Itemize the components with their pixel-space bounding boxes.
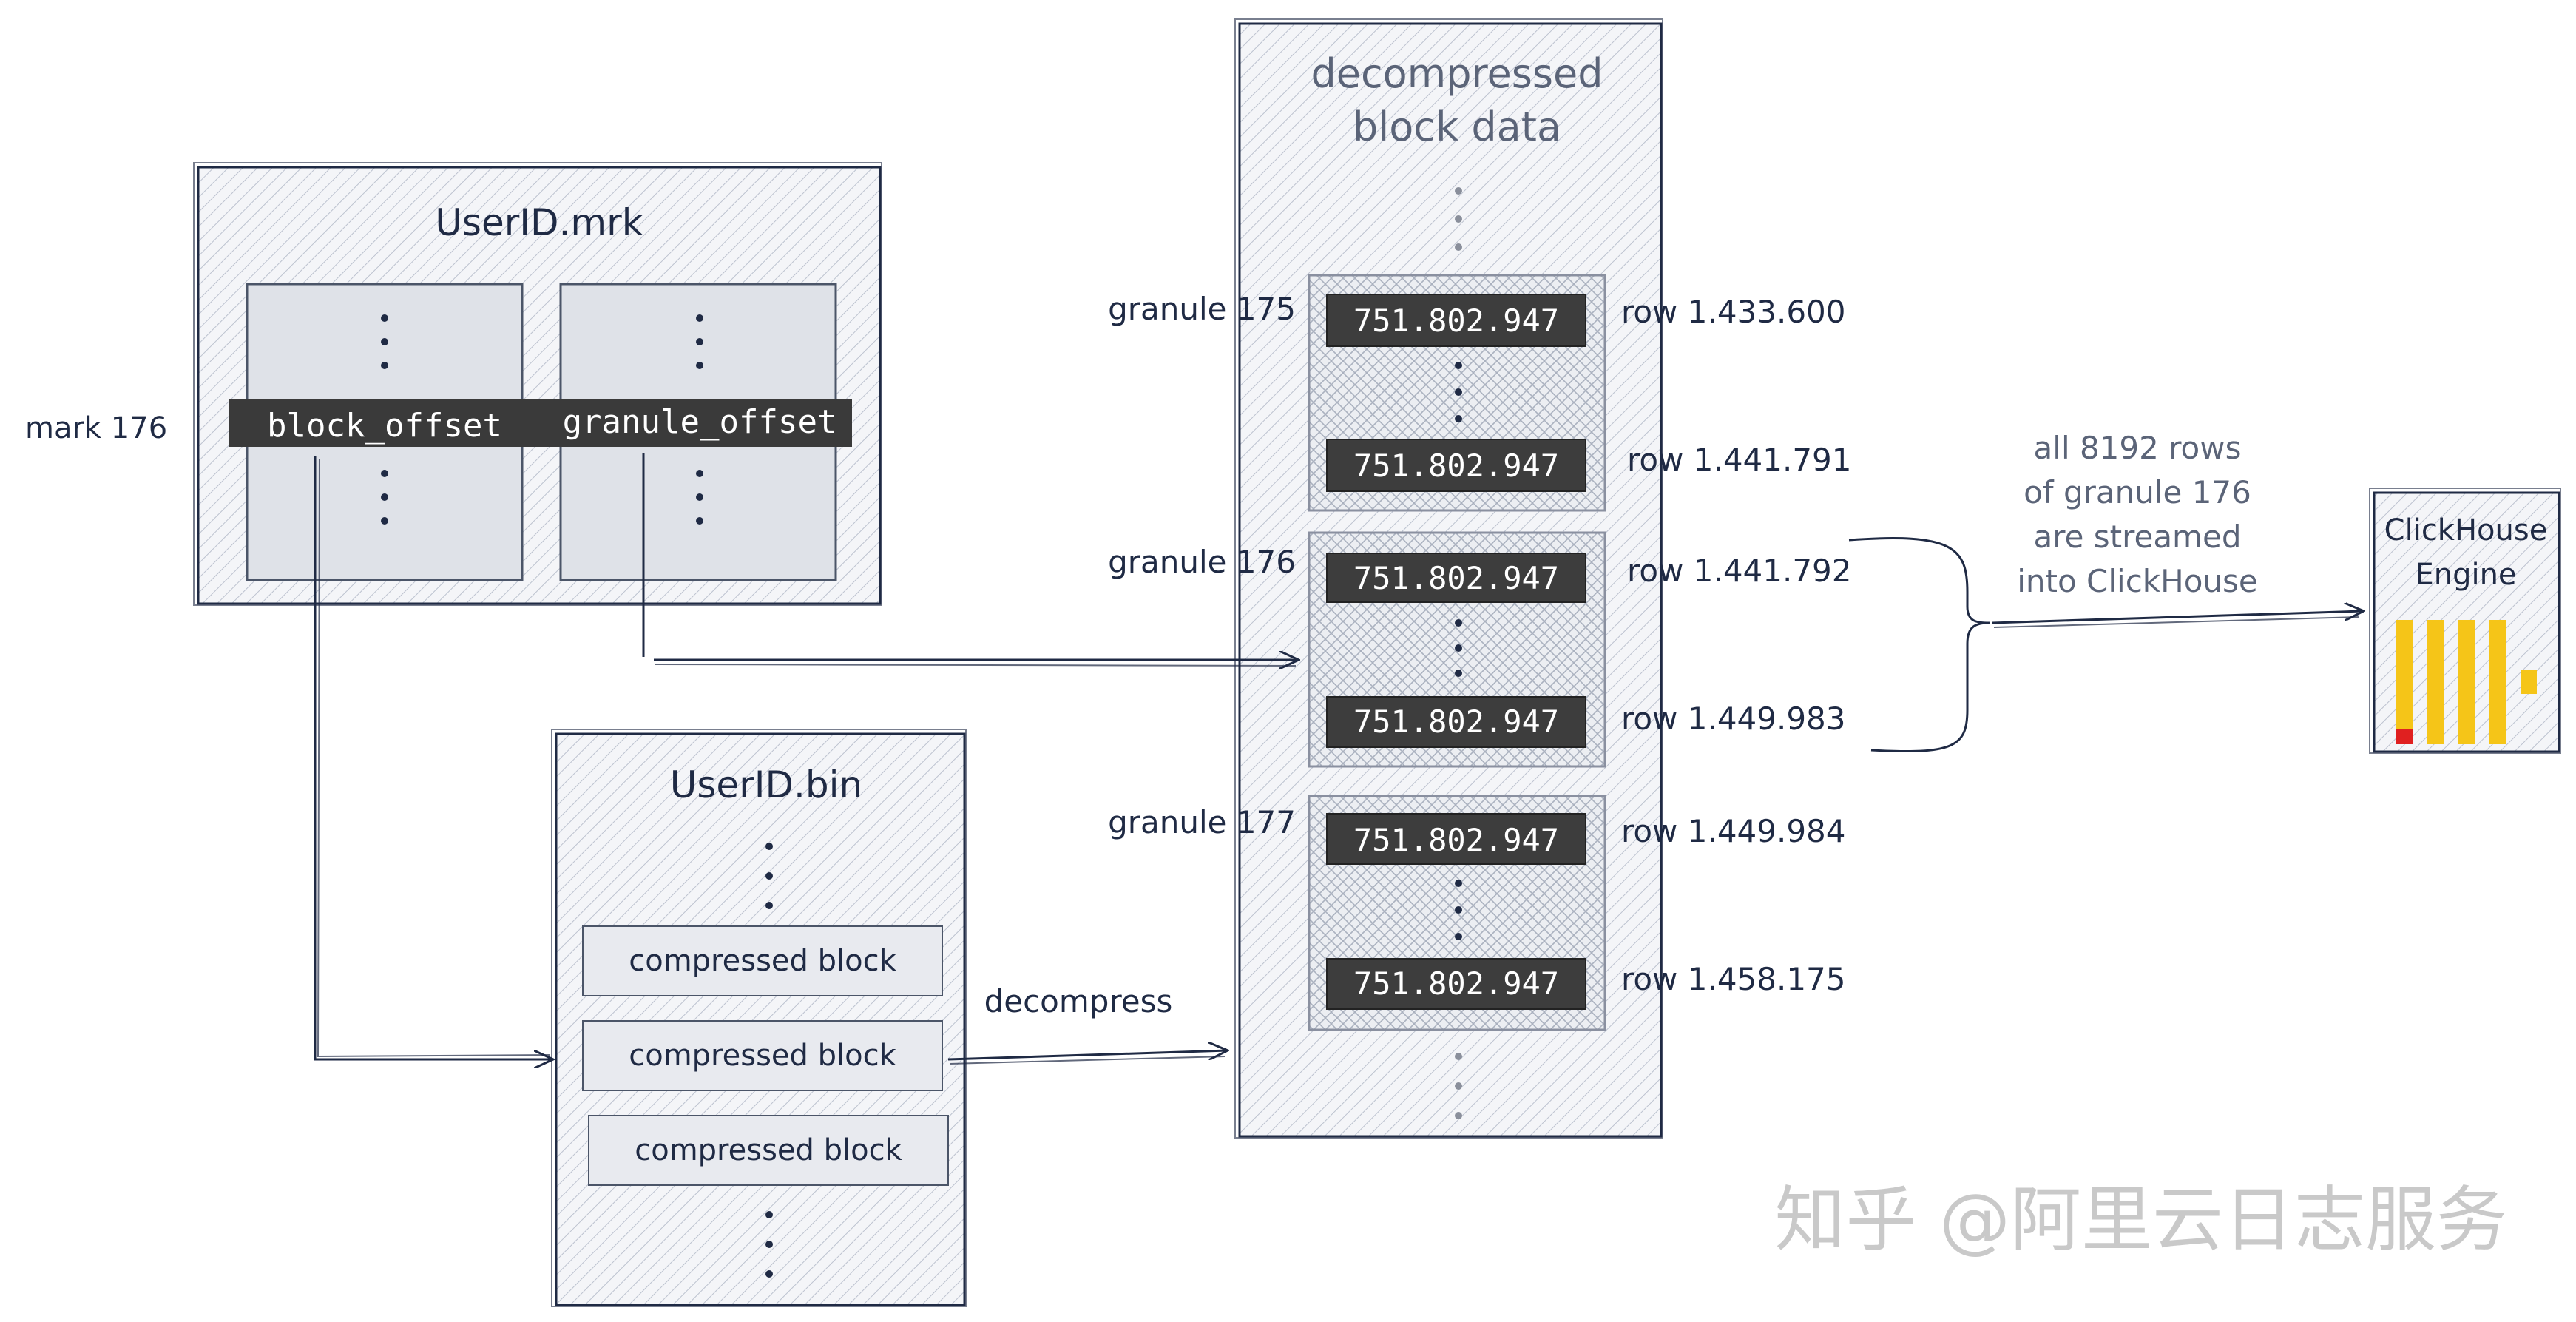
- stream-arrow-sketch: [1993, 616, 2360, 628]
- granule-175-dots: [1455, 362, 1462, 422]
- compressed-block-2: [582, 1020, 943, 1091]
- clickhouse-logo-icon: [2396, 620, 2537, 744]
- clickhouse-engine-box: ClickHouse Engine: [2369, 488, 2561, 754]
- block-offset-label: block_offset: [267, 407, 502, 445]
- compressed-block-3-label: compressed block: [635, 1133, 902, 1167]
- decompressed-title-line2: block data: [1353, 104, 1561, 150]
- block-offset-arrow: [314, 456, 553, 1059]
- compressed-block-2-label: compressed block: [629, 1039, 896, 1073]
- granule-177-last-value-text: 751.802.947: [1353, 965, 1559, 1002]
- mark-label: mark 176: [25, 411, 167, 445]
- granule-176-brace: [1848, 537, 1990, 753]
- granule-175-last-value-text: 751.802.947: [1353, 448, 1559, 484]
- bin-dots-top: [765, 843, 773, 909]
- stream-arrow: [1992, 611, 2364, 624]
- decompressed-dots-bottom: [1455, 1053, 1462, 1119]
- compressed-block-3: [588, 1115, 949, 1186]
- stream-note-line4: into ClickHouse: [2017, 563, 2258, 599]
- stream-note-line1: all 8192 rows: [2034, 430, 2242, 466]
- mark-file-box: UserID.mrk block_offset granule_offset: [193, 162, 882, 606]
- decompress-arrow: [947, 1050, 1228, 1061]
- mark-176-row: [229, 399, 852, 447]
- bin-dots-bottom: [765, 1211, 773, 1278]
- granule-offset-arrow-sketch: [655, 664, 1297, 667]
- granule-176-first-value: [1326, 553, 1586, 603]
- granule-176-last-value: [1326, 696, 1586, 748]
- stream-note-line2: of granule 176: [2024, 474, 2251, 510]
- compressed-block-1-label: compressed block: [629, 944, 896, 978]
- engine-title-line2: Engine: [2415, 558, 2516, 592]
- granule-177-first-row: row 1.449.984: [1621, 813, 1846, 849]
- granule-177-last-row: row 1.458.175: [1621, 961, 1846, 997]
- watermark: 知乎 @阿里云日志服务: [1774, 1178, 2507, 1261]
- decompress-arrow-sketch: [949, 1056, 1226, 1065]
- granule-175-first-value-text: 751.802.947: [1353, 303, 1559, 339]
- granule-176-last-value-text: 751.802.947: [1353, 704, 1559, 740]
- granule-175-last-row: row 1.441.791: [1627, 442, 1852, 478]
- decompress-label: decompress: [984, 983, 1173, 1019]
- bin-file-title: UserID.bin: [670, 763, 862, 806]
- granule-175-first-value: [1326, 294, 1586, 347]
- granule-176-label: granule 176: [1108, 544, 1296, 580]
- granule-177-last-value: [1326, 958, 1586, 1010]
- stream-note-line3: are streamed: [2034, 519, 2242, 555]
- column-dots: [381, 314, 703, 525]
- compressed-block-1: [582, 925, 943, 996]
- decompressed-box: decompressed block data 751.802.947 751.…: [1234, 18, 1663, 1139]
- block-offset-arrow-sketch: [317, 458, 551, 1058]
- decompressed-dots-top: [1455, 187, 1462, 251]
- granule-175-last-value: [1326, 439, 1586, 492]
- engine-title-line1: ClickHouse: [2384, 513, 2548, 547]
- bin-file-box: UserID.bin compressed block compressed b…: [551, 729, 967, 1307]
- granule-offset-label: granule_offset: [563, 403, 837, 441]
- granule-176-dots: [1455, 619, 1462, 677]
- granule-176-first-row: row 1.441.792: [1627, 553, 1852, 589]
- decompressed-title-line1: decompressed: [1311, 50, 1603, 97]
- granule-177-first-value-text: 751.802.947: [1353, 822, 1559, 858]
- granule-177-dots: [1455, 880, 1462, 940]
- granule-177-label: granule 177: [1108, 804, 1296, 840]
- granule-176-last-row: row 1.449.983: [1621, 701, 1846, 737]
- granule-176-first-value-text: 751.802.947: [1353, 560, 1559, 596]
- granule-175-first-row: row 1.433.600: [1621, 294, 1846, 330]
- mark-file-title: UserID.mrk: [435, 201, 643, 244]
- granule-175-label: granule 175: [1108, 291, 1296, 327]
- granule-177-first-value: [1326, 813, 1586, 865]
